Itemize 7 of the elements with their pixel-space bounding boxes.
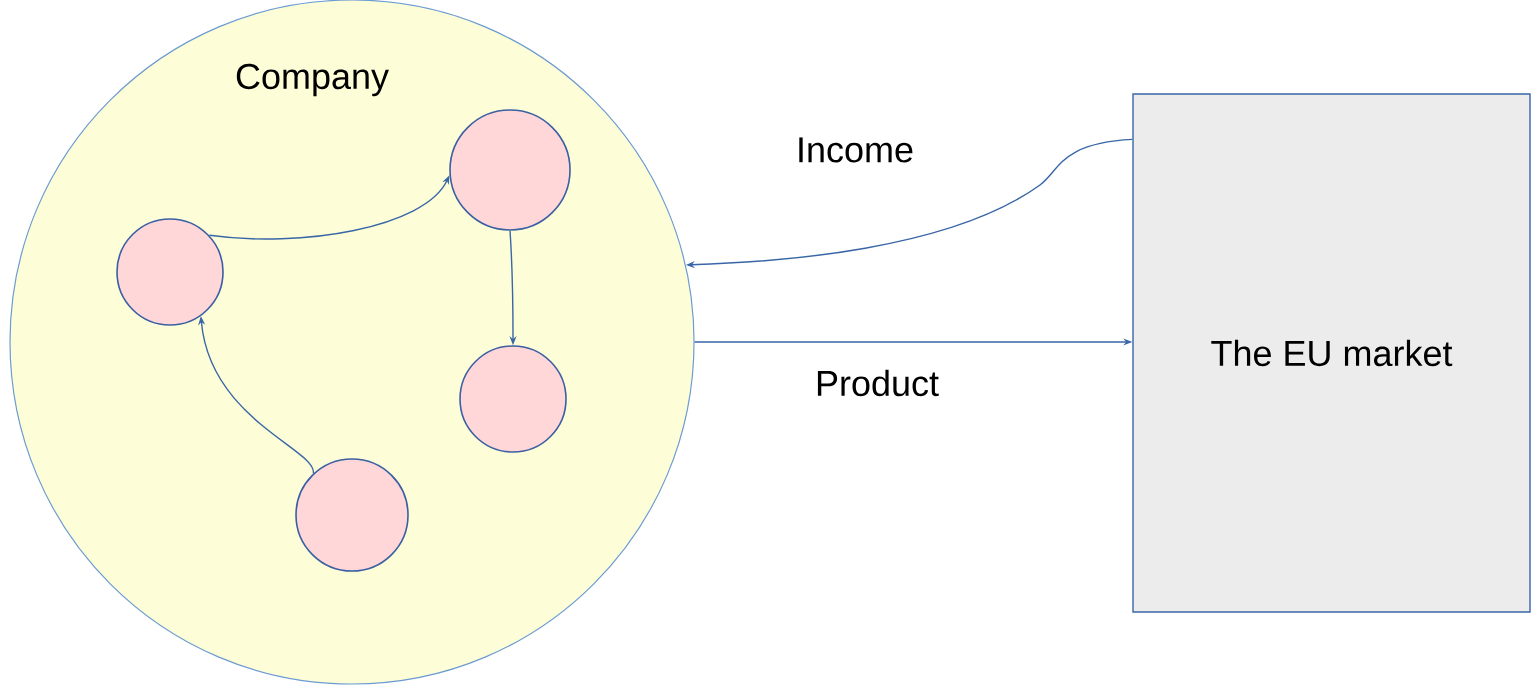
market-box: The EU market [1132,93,1531,613]
circle [116,218,224,326]
circle [459,345,567,453]
edge-label: Income [799,137,913,163]
circle [295,458,409,572]
circle [449,109,571,231]
edge-label: Product [817,369,939,397]
